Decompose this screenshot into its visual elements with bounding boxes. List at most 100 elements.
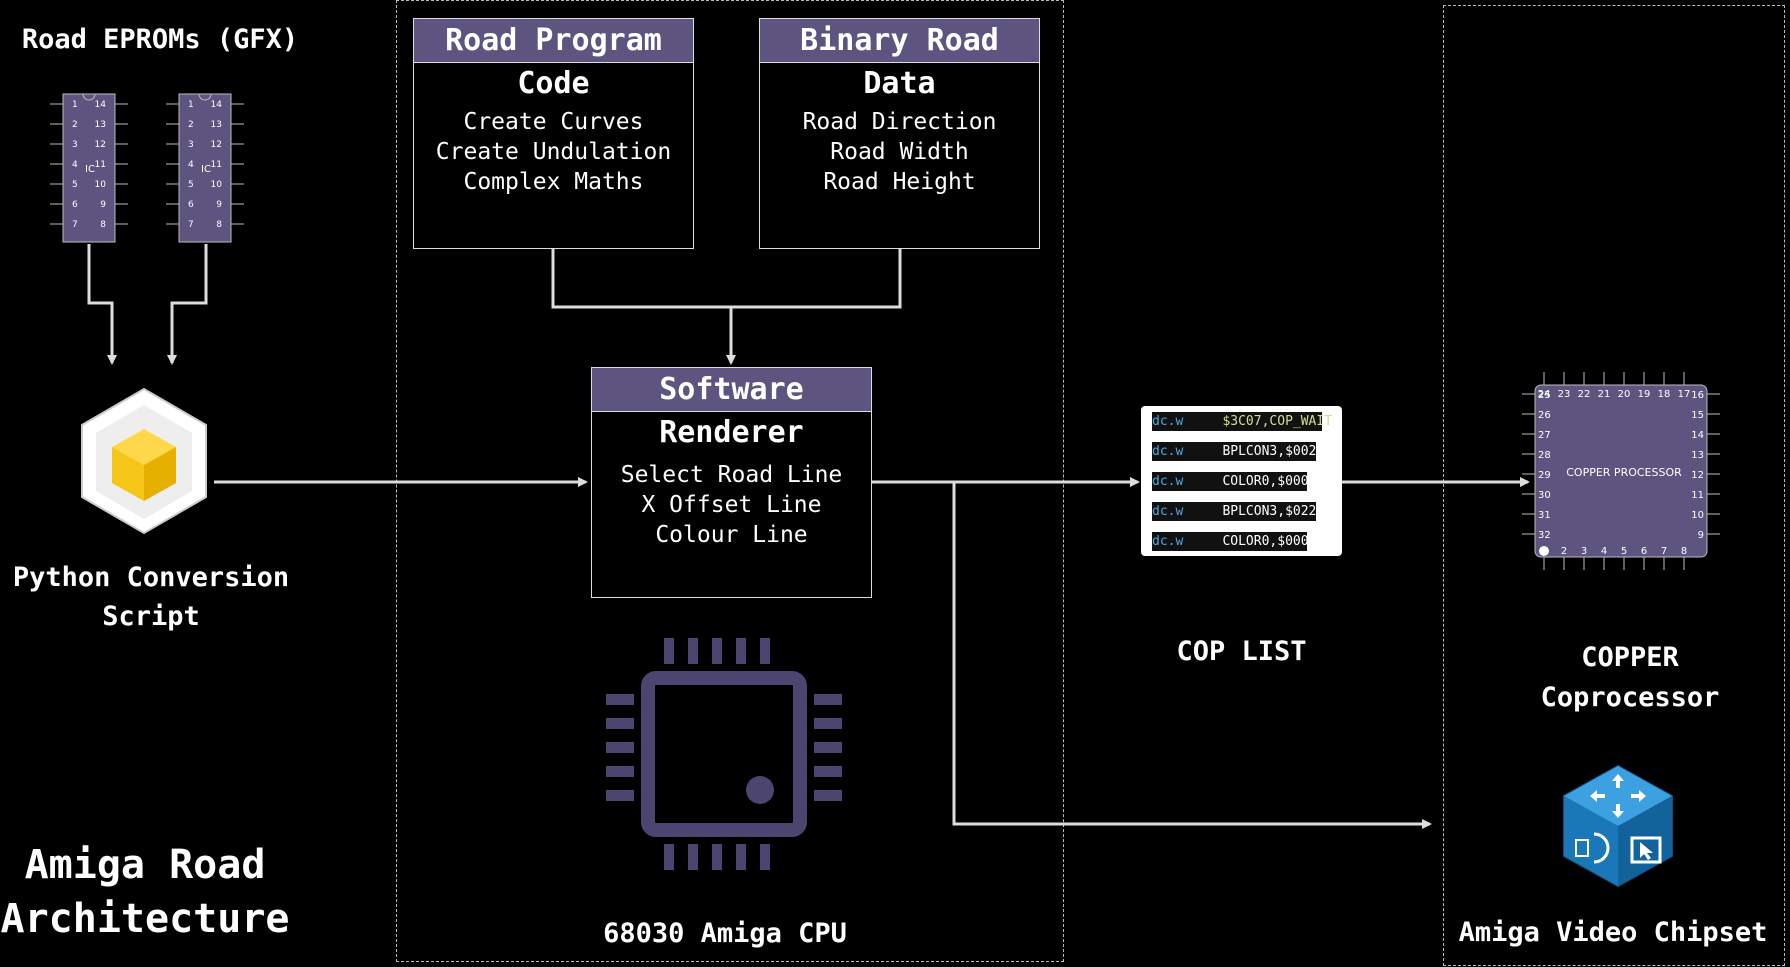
cop-op: dc.w bbox=[1152, 504, 1184, 519]
copper-pin-label: 3 bbox=[1581, 546, 1587, 557]
cpu-label: 68030 Amiga CPU bbox=[603, 918, 847, 949]
copper-label: COPPER Coprocessor bbox=[1480, 638, 1780, 718]
eprom2-to-python-connector bbox=[167, 244, 208, 365]
copper-pin-label: 4 bbox=[1601, 546, 1607, 557]
ic-pin-label: 12 bbox=[211, 140, 222, 150]
ic-pin-label: 10 bbox=[211, 180, 223, 190]
code-line: Create Undulation bbox=[435, 139, 672, 165]
ic-pin-label: 14 bbox=[95, 100, 107, 110]
copper-pin-label: 2 bbox=[1561, 546, 1567, 557]
cop-arg: COLOR0,$0000 bbox=[1222, 534, 1317, 549]
copper-pin-label: 27 bbox=[1538, 430, 1551, 441]
ic-pin-label: 8 bbox=[216, 220, 222, 230]
cop-arg: COLOR0,$0000 bbox=[1222, 474, 1317, 489]
copper-pin-label: 25 bbox=[1538, 390, 1551, 401]
copper-pin-label: 23 bbox=[1558, 389, 1571, 400]
cop-list-label: COP LIST bbox=[1176, 636, 1307, 667]
ic-pin-label: 13 bbox=[95, 120, 106, 130]
copper-pin-label: 12 bbox=[1691, 470, 1704, 481]
ic-pin-label: 7 bbox=[72, 220, 78, 230]
road-program-code-header: Road Program Code bbox=[414, 19, 693, 101]
copper-pin-label: 30 bbox=[1538, 490, 1551, 501]
ic-pin-label: 5 bbox=[72, 180, 78, 190]
software-renderer-box: Software Renderer Select Road Line X Off… bbox=[591, 367, 872, 598]
software-renderer-body: Select Road Line X Offset Line Colour Li… bbox=[592, 412, 871, 550]
copper-pin-label: 5 bbox=[1621, 546, 1627, 557]
diagram-title-line1: Amiga Road bbox=[24, 842, 266, 888]
cop-list-panel: dc.w $3C07,COP_WAIT dc.w BPLCON3,$0020 d… bbox=[1141, 406, 1342, 556]
ic-pin-label: 4 bbox=[188, 160, 194, 170]
copper-pin-label: 9 bbox=[1698, 530, 1704, 541]
diagram-title-line2: Architecture bbox=[0, 896, 290, 942]
copper-processor-chip: 2423222120191817123456782526272829303132… bbox=[1522, 372, 1720, 570]
data-line: Road Height bbox=[823, 169, 976, 195]
ic-pin-label: 11 bbox=[95, 160, 106, 170]
cop-list-row: dc.w $3C07,COP_WAIT bbox=[1152, 412, 1332, 431]
copper-pin-label: 6 bbox=[1641, 546, 1647, 557]
ic-pin-label: 4 bbox=[72, 160, 78, 170]
renderer-line: X Offset Line bbox=[641, 492, 822, 518]
ic-pin-label: 14 bbox=[211, 100, 223, 110]
ic-pin-label: 12 bbox=[95, 140, 106, 150]
copper-pin-label: 7 bbox=[1661, 546, 1667, 557]
code-line: Create Curves bbox=[463, 109, 644, 135]
ic-pin-label: 5 bbox=[188, 180, 194, 190]
copper-pin-label: 18 bbox=[1658, 389, 1671, 400]
copper-pin-label: 29 bbox=[1538, 470, 1551, 481]
ic-pin-label: 7 bbox=[188, 220, 194, 230]
python-script-label: Python Conversion Script bbox=[0, 558, 302, 636]
road-program-code-body: Create Curves Create Undulation Complex … bbox=[414, 63, 693, 197]
cop-list-row: dc.w COLOR0,$0000 bbox=[1152, 532, 1316, 551]
copper-pin-label: 28 bbox=[1538, 450, 1551, 461]
python-label-line1: Python Conversion bbox=[12, 562, 290, 593]
ic-label: IC bbox=[85, 164, 95, 175]
cop-op: dc.w bbox=[1152, 414, 1184, 429]
ic-pin-label: 6 bbox=[188, 200, 194, 210]
chipset-group-frame bbox=[1443, 5, 1785, 966]
cop-op: dc.w bbox=[1152, 474, 1184, 489]
cop-list-row: dc.w COLOR0,$0000 bbox=[1152, 472, 1316, 491]
copper-pin-label: 15 bbox=[1691, 410, 1704, 421]
video-chipset-icon bbox=[1563, 764, 1673, 888]
ic-pin-label: 2 bbox=[72, 120, 78, 130]
copper-label-line2: Coprocessor bbox=[1540, 682, 1720, 713]
ic-pin-label: 11 bbox=[211, 160, 222, 170]
ic-pin-label: 6 bbox=[72, 200, 78, 210]
renderer-line: Colour Line bbox=[655, 522, 808, 548]
eproms-label: Road EPROMs (GFX) bbox=[21, 24, 299, 55]
copper-pin-label: 14 bbox=[1691, 430, 1704, 441]
binary-road-data-box: Binary Road Data Road Direction Road Wid… bbox=[759, 18, 1040, 249]
copper-pin-label: 20 bbox=[1618, 389, 1631, 400]
python-label-line2: Script bbox=[102, 601, 200, 632]
ic-label: IC bbox=[201, 164, 211, 175]
binary-road-data-header: Binary Road Data bbox=[760, 19, 1039, 101]
ic-pin-label: 9 bbox=[100, 200, 106, 210]
copper-pin-label: 24 bbox=[1538, 389, 1551, 400]
data-line: Road Direction bbox=[802, 109, 997, 135]
ic-pin-label: 1 bbox=[188, 100, 194, 110]
copper-pin-label: 11 bbox=[1691, 490, 1704, 501]
cop-op: dc.w bbox=[1152, 534, 1184, 549]
cop-arg: BPLCON3,$0020 bbox=[1222, 444, 1325, 459]
copper-chip-label: COPPER PROCESSOR bbox=[1566, 466, 1682, 479]
cop-op: dc.w bbox=[1152, 444, 1184, 459]
software-renderer-header: Software Renderer bbox=[592, 368, 871, 450]
copper-pin-label: 21 bbox=[1598, 389, 1611, 400]
copper-pin-label: 31 bbox=[1538, 510, 1551, 521]
ic-pin-label: 2 bbox=[188, 120, 194, 130]
copper-pin-label: 13 bbox=[1691, 450, 1704, 461]
copper-pin-label: 19 bbox=[1638, 389, 1651, 400]
eprom1-to-python-connector bbox=[87, 244, 117, 365]
copper-pin-label: 22 bbox=[1578, 389, 1591, 400]
copper-label-line1: COPPER bbox=[1581, 642, 1679, 673]
copper-pin-label: 26 bbox=[1538, 410, 1551, 421]
cop-list-row: dc.w BPLCON3,$0020 bbox=[1152, 442, 1324, 461]
ic-pin-label: 13 bbox=[211, 120, 222, 130]
ic-pin-label: 9 bbox=[216, 200, 222, 210]
code-line: Complex Maths bbox=[463, 169, 644, 195]
copper-pin-label: 16 bbox=[1691, 390, 1704, 401]
copper-pin-label: 10 bbox=[1691, 510, 1704, 521]
